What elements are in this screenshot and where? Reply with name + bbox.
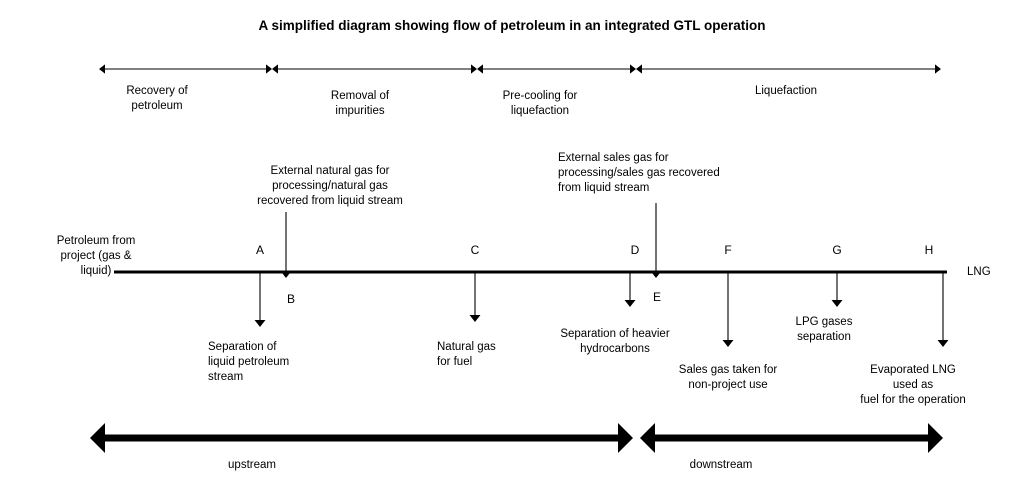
phase-label-removal: Removal of impurities [330, 90, 390, 117]
inflow-arrowhead-external-sales-gas [651, 272, 661, 278]
outflow-label-separation-heavier-hydrocarbons: Separation of heavier hydrocarbons [560, 328, 670, 355]
phase-arrowhead-right-removal [471, 64, 477, 74]
input-stream-label: Petroleum from project (gas & liquid) [56, 235, 136, 277]
outflow-arrowhead-separation-heavier-hydrocarbons [624, 300, 636, 307]
stream-arrow-downstream [640, 423, 943, 453]
phase-arrowhead-right-precooling [630, 64, 636, 74]
outflow-arrowhead-separation-liquid-petroleum [254, 320, 266, 327]
node-letter-A: A [255, 243, 265, 257]
outflow-arrowhead-evaporated-lng-fuel [937, 340, 949, 347]
phase-label-liquefaction: Liquefaction [754, 85, 818, 97]
stream-label-downstream: downstream [689, 459, 753, 471]
outflow-arrowhead-natural-gas-for-fuel [469, 315, 481, 322]
phase-arrowhead-right-liquefaction [935, 64, 941, 74]
phase-arrowhead-left-liquefaction [636, 64, 642, 74]
output-stream-label: LNG [967, 266, 991, 278]
phase-arrowhead-left-removal [272, 64, 278, 74]
phase-axis-arrows [99, 64, 941, 74]
node-letter-F: F [724, 243, 732, 257]
page-title: A simplified diagram showing flow of pet… [258, 18, 766, 33]
stream-axis-arrows [90, 423, 943, 453]
inflow-arrows [281, 203, 661, 278]
node-letter-C: C [470, 243, 480, 257]
outflow-label-natural-gas-for-fuel: Natural gas for fuel [437, 341, 496, 368]
inflow-label-external-natural-gas: External natural gas for processing/natu… [257, 165, 403, 207]
node-letter-B: B [286, 292, 296, 306]
phase-label-recovery: Recovery of petroleum [126, 85, 188, 112]
outflow-label-lpg-gases-separation: LPG gases separation [795, 316, 853, 343]
stream-arrow-upstream [90, 423, 633, 453]
phase-label-precooling: Pre-cooling for liquefaction [502, 90, 578, 117]
node-letter-E: E [652, 290, 662, 304]
outflow-arrowhead-lpg-gases-separation [831, 300, 843, 307]
phase-arrowhead-right-recovery [266, 64, 272, 74]
outflow-label-separation-liquid-petroleum: Separation of liquid petroleum stream [208, 341, 290, 383]
node-letter-D: D [630, 243, 640, 257]
phase-arrowhead-left-precooling [477, 64, 483, 74]
outflow-arrowhead-sales-gas-non-project [722, 340, 734, 347]
inflow-arrowhead-external-natural-gas [281, 272, 291, 278]
node-letter-H: H [924, 243, 934, 257]
inflow-label-external-sales-gas: External sales gas for processing/sales … [558, 152, 720, 194]
stream-label-upstream: upstream [228, 459, 276, 471]
node-letter-G: G [832, 243, 842, 257]
outflow-label-sales-gas-non-project: Sales gas taken for non-project use [678, 364, 778, 391]
outflow-label-evaporated-lng-fuel: Evaporated LNG used as fuel for the oper… [860, 364, 966, 406]
phase-arrowhead-left-recovery [99, 64, 105, 74]
